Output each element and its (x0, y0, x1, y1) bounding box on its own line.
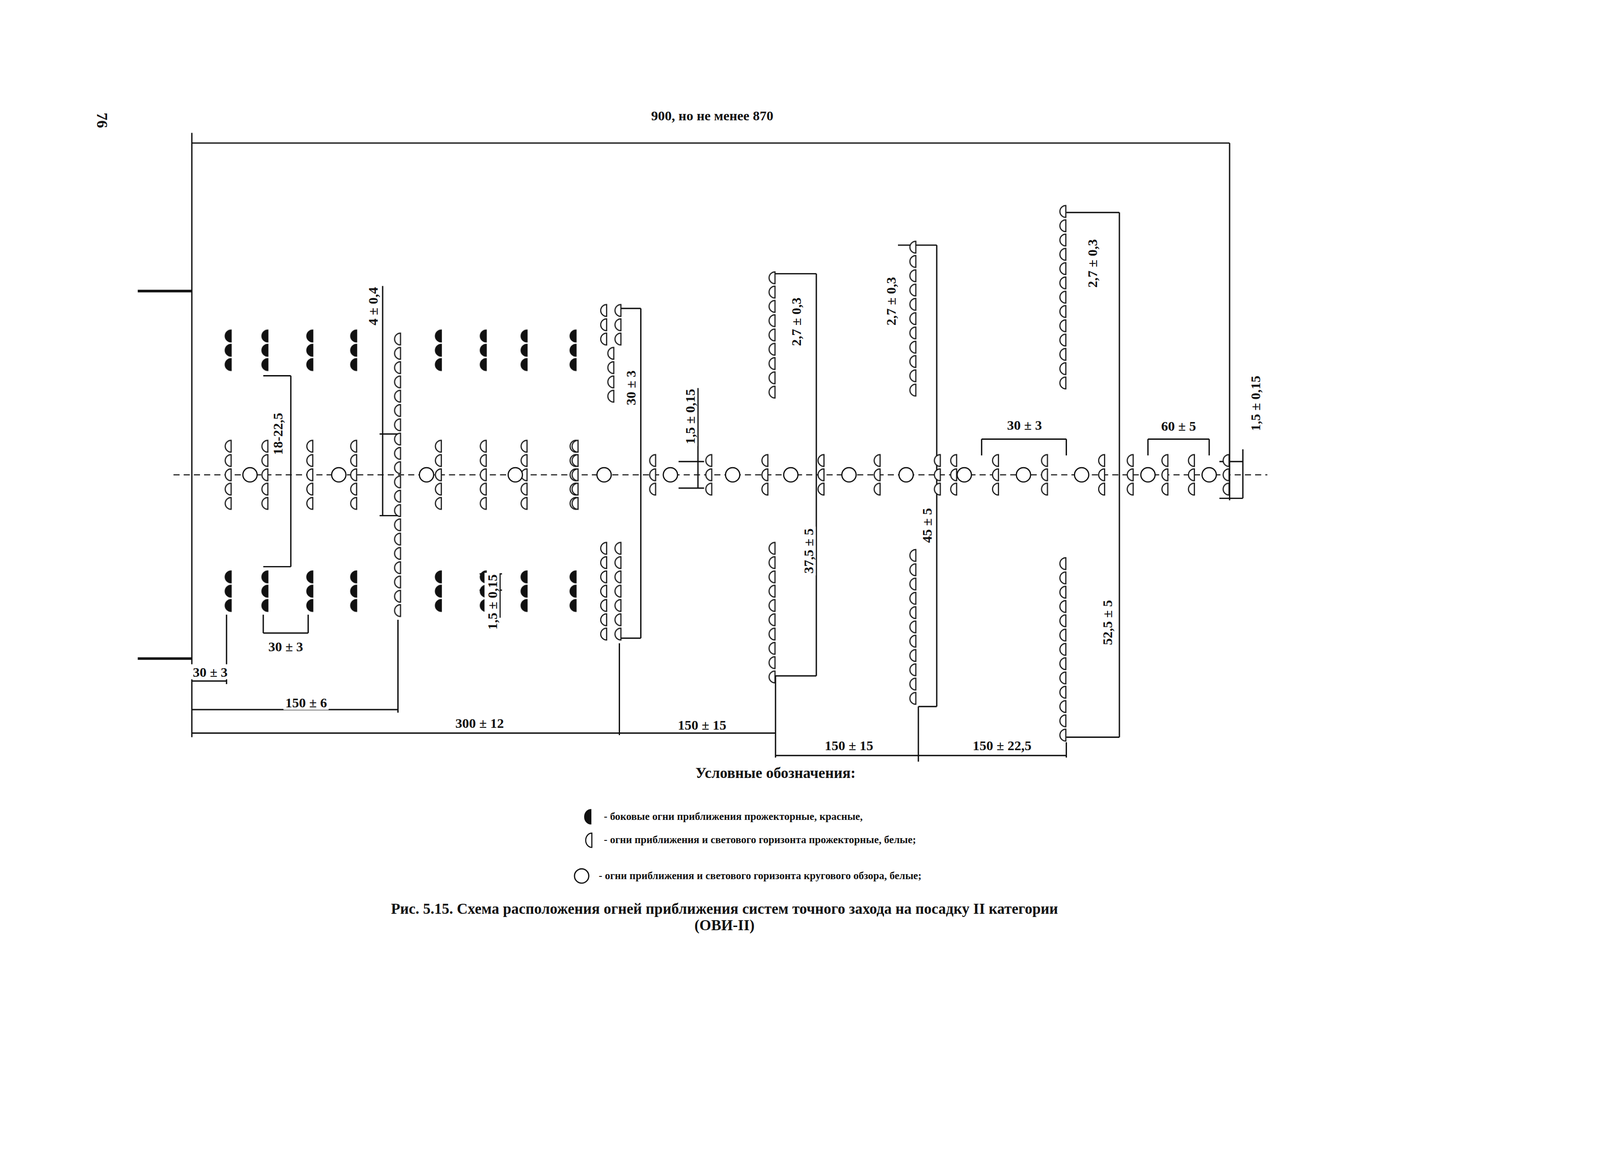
white-directional-lights (220, 204, 1231, 742)
dimension-label: 37,5 ± 5 (800, 526, 816, 576)
legend-samples (574, 809, 592, 883)
dimension-label: 300 ± 12 (453, 714, 506, 730)
dimension-lines (137, 132, 1243, 762)
dimension-label: 52,5 ± 5 (1099, 598, 1115, 647)
dimension-label: 30 ± 3 (623, 368, 639, 407)
dimension-label: 30 ± 3 (190, 663, 230, 679)
dimension-label: 2,7 ± 0,3 (1084, 237, 1100, 290)
dimension-label: 1,5 ± 0,15 (1247, 373, 1263, 433)
dimension-label: 1,5 ± 0,15 (484, 572, 500, 632)
dimension-label: 30 ± 3 (266, 638, 305, 654)
dimension-label: 900, но не менее 870 (649, 107, 775, 124)
dimension-label: 2,7 ± 0,3 (788, 295, 804, 348)
dimension-label: 1,5 ± 0,15 (682, 386, 698, 446)
page-number: 76 (93, 110, 111, 130)
dimension-label: 4 ± 0,4 (364, 285, 380, 328)
dimension-label: 30 ± 3 (1005, 416, 1044, 432)
dimension-label: 150 ± 15 (822, 737, 875, 753)
legend-text: - боковые огни приближения прожекторные,… (601, 810, 865, 822)
dimension-label: 150 ± 15 (676, 717, 729, 733)
legend-text: - огни приближения и светового горизонта… (596, 869, 924, 882)
dimension-label: 60 ± 5 (1159, 417, 1198, 433)
omnidirectional-lights (242, 467, 1217, 482)
dimension-label: 2,7 ± 0,3 (883, 275, 899, 328)
dimension-label: 45 ± 5 (918, 506, 934, 545)
legend-heading: Условные обозначения: (693, 764, 858, 781)
dimension-label: 150 ± 22,5 (970, 737, 1034, 753)
dimension-label: 150 ± 6 (283, 694, 329, 710)
figure-caption: Рис. 5.15. Схема расположения огней приб… (375, 900, 1074, 934)
legend-text: - огни приближения и светового горизонта… (601, 834, 918, 846)
dimension-label: 18-22,5 (270, 410, 286, 457)
